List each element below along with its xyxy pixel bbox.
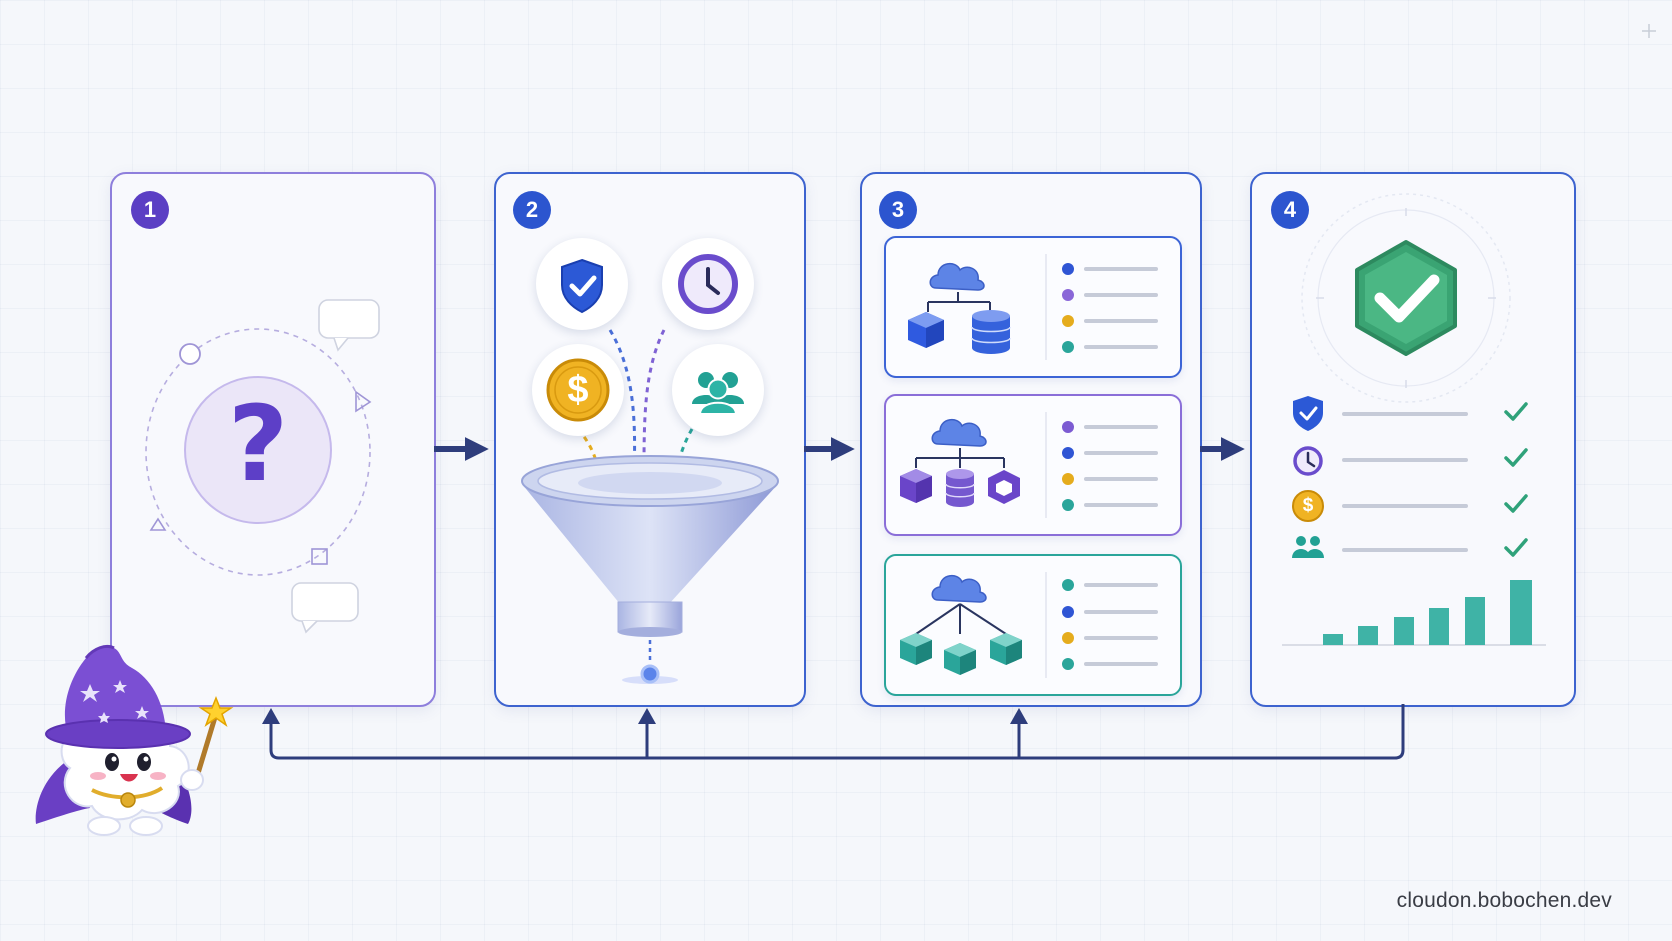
architecture-card-3 <box>884 554 1182 696</box>
step-number: 3 <box>891 197 905 222</box>
cube-icon <box>908 312 944 348</box>
architecture-diagram <box>900 412 1158 518</box>
footer-domain-text[interactable]: cloudon.bobochen.dev <box>1396 889 1612 912</box>
architecture-diagram <box>900 572 1158 678</box>
cube-icon <box>990 633 1022 665</box>
cube-icon <box>900 469 932 503</box>
question-icon: ? <box>227 383 289 505</box>
dollar-symbol: $ <box>567 368 589 411</box>
check-icon <box>1504 538 1528 557</box>
check-icon <box>1504 402 1528 421</box>
step-panel-4: 4 <box>1250 172 1576 707</box>
step-number: 4 <box>1283 197 1297 222</box>
architecture-card-2 <box>884 394 1182 536</box>
cube-icon <box>900 633 932 665</box>
step-badge-1: 1 <box>131 191 169 229</box>
dollar-icon: $ <box>532 344 624 436</box>
shield-check-icon <box>536 238 628 330</box>
architecture-diagram <box>908 254 1158 360</box>
step-badge-3: 3 <box>879 191 917 229</box>
step-number: 1 <box>143 197 157 222</box>
check-icon <box>1504 494 1528 513</box>
feedback-loop <box>269 704 1405 760</box>
dollar-icon <box>1292 490 1324 522</box>
clock-icon <box>662 238 754 330</box>
chat-bubble-icon <box>318 299 380 352</box>
check-icon <box>1504 448 1528 467</box>
hexagon-check-icon <box>1355 240 1457 356</box>
cube-icon <box>944 643 976 675</box>
hexagon-icon <box>988 470 1020 504</box>
cloud-icon <box>931 419 987 447</box>
people-icon <box>672 344 764 436</box>
cloud-icon <box>931 575 987 603</box>
question-cluster <box>145 299 380 634</box>
step-badge-4: 4 <box>1271 191 1309 229</box>
wizard-mascot-icon <box>35 644 234 836</box>
people-icon <box>1292 536 1324 558</box>
clock-icon <box>1293 446 1323 476</box>
cloud-icon <box>929 263 985 291</box>
architecture-card-1 <box>884 236 1182 378</box>
step-panel-2: 2 <box>494 172 806 707</box>
chat-bubble-icon <box>291 582 359 634</box>
bar-chart-icon <box>1282 580 1546 646</box>
step-panel-1: 1 ? <box>110 172 436 707</box>
step-number: 2 <box>525 197 539 222</box>
step-panel-3: 3 <box>860 172 1202 707</box>
database-icon <box>971 310 1011 354</box>
corner-plus-icon <box>1642 24 1656 38</box>
shield-check-icon <box>1293 396 1323 431</box>
database-icon <box>945 469 975 507</box>
validation-graphic <box>1282 193 1546 646</box>
funnel-icon <box>521 329 779 684</box>
dollar-symbol: $ <box>1302 495 1314 516</box>
step-badge-2: 2 <box>513 191 551 229</box>
